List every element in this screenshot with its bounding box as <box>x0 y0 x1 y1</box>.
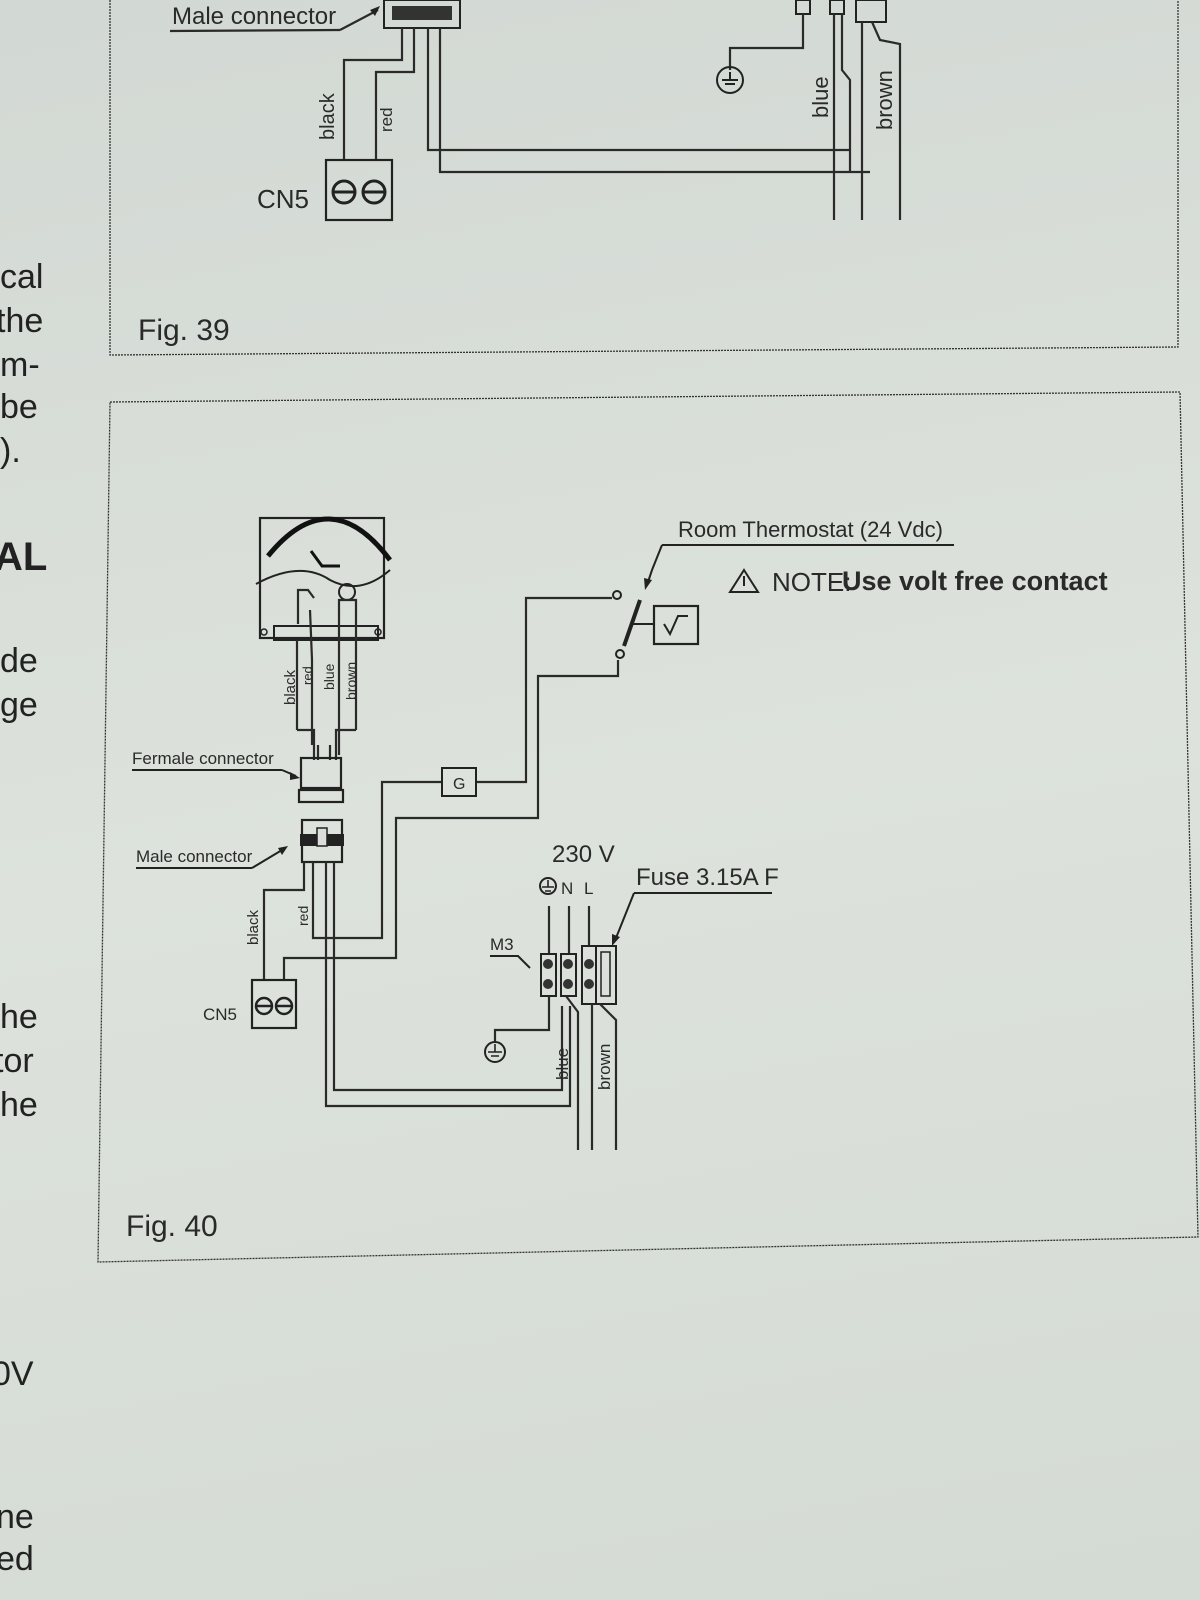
margin-text: ). <box>0 432 21 470</box>
fuse-label: Fuse 3.15A F <box>636 864 779 891</box>
motor-wire-red: red <box>300 666 315 685</box>
fuse-icon <box>595 945 617 1005</box>
figure-40: black red blue brown Fermale connector M… <box>97 391 1199 1263</box>
margin-text: ed <box>0 1540 34 1578</box>
margin-text: cal <box>0 258 44 296</box>
cn5-label: CN5 <box>203 1005 237 1024</box>
ground-symbol-icon <box>539 877 557 895</box>
fig-39-caption: Fig. 39 <box>138 314 230 347</box>
appliance-thermostat-dial-icon <box>255 516 392 641</box>
male-connector-label: Male connector <box>136 847 253 866</box>
note-text: Use volt free contact <box>842 566 1108 596</box>
fig-40-caption: Fig. 40 <box>126 1210 218 1243</box>
m3-label: M3 <box>490 935 514 954</box>
wire-label-blue: blue <box>808 76 833 118</box>
margin-text: ge <box>0 686 38 724</box>
ground-icon <box>484 1041 506 1063</box>
male-connector-label: Male connector <box>172 3 336 30</box>
m3-terminal-block-icon <box>540 945 617 1005</box>
margin-text: 0V <box>0 1355 34 1393</box>
switch-contact-icon <box>612 590 622 600</box>
margin-text: the <box>0 302 44 340</box>
wire-label-brown: brown <box>872 70 897 130</box>
motor-wire-brown: brown <box>343 662 359 700</box>
terminal-n-label: N <box>561 879 573 898</box>
male-connector-icon <box>300 818 344 864</box>
motor-wire-black: black <box>282 669 299 705</box>
wire-label-black: black <box>245 909 262 945</box>
wire-label-brown: brown <box>595 1044 614 1090</box>
female-connector-icon <box>297 756 345 804</box>
wire-label-red: red <box>295 906 311 926</box>
wire-label-red: red <box>377 107 396 132</box>
female-connector-label: Fermale connector <box>132 749 274 768</box>
figure-39: Male connector black red CN5 blue <box>109 0 1179 356</box>
margin-text: be <box>0 388 38 426</box>
male-connector-pins <box>392 6 452 20</box>
margin-text: tor <box>0 1042 34 1080</box>
margin-text: he <box>0 998 38 1036</box>
thermostat-sensor-icon <box>652 604 700 646</box>
margin-text: de <box>0 642 38 680</box>
g-label: G <box>453 776 465 793</box>
warning-icon <box>728 568 760 593</box>
margin-text: m- <box>0 346 40 384</box>
wire-label-black: black <box>317 92 339 140</box>
cn5-terminal-icon <box>324 158 394 222</box>
g-component-box <box>441 767 477 797</box>
cn5-label: CN5 <box>257 184 309 214</box>
room-thermostat-label: Room Thermostat (24 Vdc) <box>678 517 943 542</box>
wire-label-blue: blue <box>553 1048 572 1080</box>
note-label: NOTE: <box>772 567 851 597</box>
ground-icon <box>716 66 744 94</box>
supply-voltage-label: 230 V <box>552 841 615 868</box>
motor-wire-blue: blue <box>321 663 337 690</box>
terminal-l-label: L <box>584 879 593 898</box>
cn5-terminal-icon <box>250 978 298 1030</box>
male-connector-icon <box>383 0 461 29</box>
margin-text: ne <box>0 1498 34 1536</box>
margin-heading: AL <box>0 535 48 579</box>
margin-text: he <box>0 1086 38 1124</box>
